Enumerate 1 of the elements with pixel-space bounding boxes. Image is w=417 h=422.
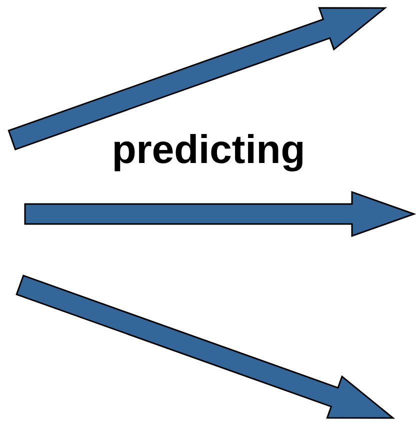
heading-text: predicting bbox=[110, 128, 306, 173]
